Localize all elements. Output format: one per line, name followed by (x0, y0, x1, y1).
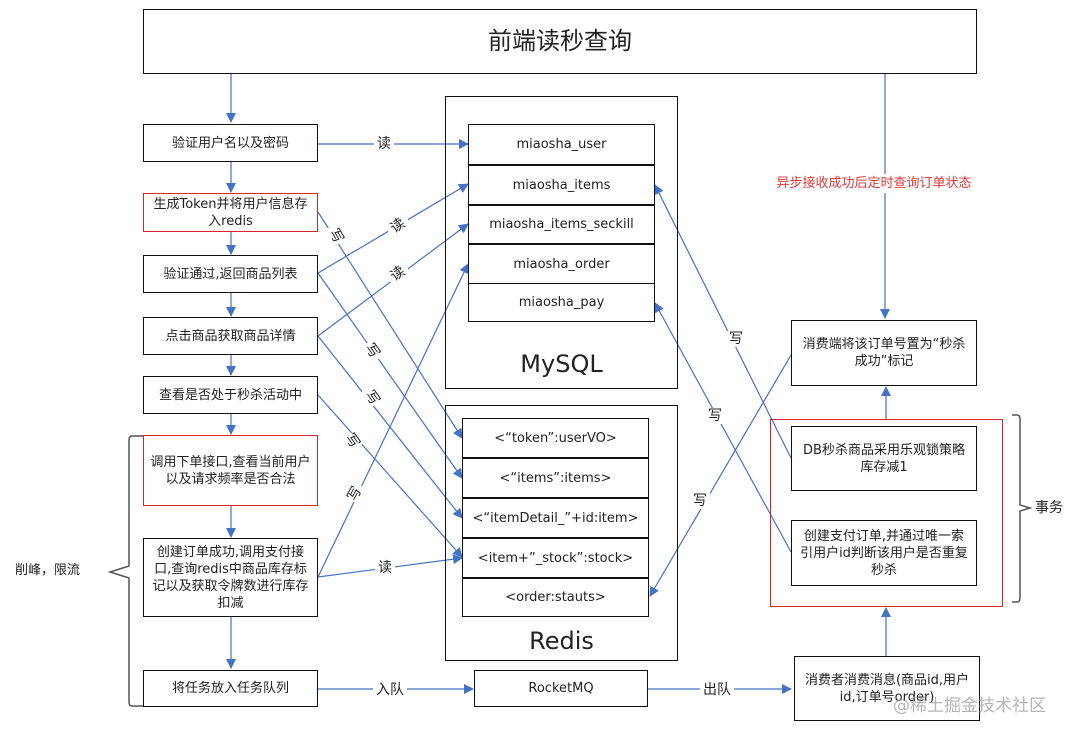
frontend-countdown-query-title: 前端读秒查询 (143, 9, 977, 74)
left-brace (107, 435, 143, 707)
mysql-table-items: miaosha_items (468, 165, 655, 205)
watermark: @稀土掘金技术社区 (893, 696, 1046, 716)
write-label: 写 (690, 493, 710, 509)
write-arrow (317, 263, 469, 578)
read-label: 读 (375, 560, 395, 576)
call-order-api-step: 调用下单接口,查看当前用户以及请求频率是否合法 (143, 435, 318, 506)
consume-message-step: 消费者消费消息(商品id,用户id,订单号order) (794, 656, 980, 721)
transaction-label: 事务 (1032, 500, 1066, 516)
transaction-group (770, 419, 1003, 607)
return-item-list-step: 验证通过,返回商品列表 (143, 255, 318, 293)
mysql-label: MySQL (520, 350, 603, 378)
write-label: 写 (361, 340, 383, 362)
read-label: 读 (374, 136, 394, 152)
write-label: 写 (344, 484, 366, 504)
gen-token-step: 生成Token并将用户信息存入redis (143, 193, 318, 232)
write-label: 写 (361, 387, 383, 409)
mysql-table-order: miaosha_order (468, 244, 655, 284)
item-detail-step: 点击商品获取商品详情 (143, 317, 318, 355)
rocketmq-box: RocketMQ (474, 670, 648, 707)
write-label: 写 (705, 408, 725, 424)
check-activity-step: 查看是否处于秒杀活动中 (143, 376, 318, 414)
read-label: 读 (387, 215, 409, 237)
mysql-table-pay: miaosha_pay (468, 283, 655, 322)
redis-key-item-detail: <“itemDetail_”+id:item> (462, 498, 649, 538)
enqueue-task-step: 将任务放入任务队列 (143, 670, 318, 707)
redis-key-stock: <item+”_stock”:stock> (462, 538, 649, 578)
write-arrow (317, 211, 463, 439)
redis-container (445, 405, 678, 661)
write-label: 写 (325, 225, 347, 247)
mysql-table-items-seckill: miaosha_items_seckill (468, 205, 655, 244)
write-arrow (317, 272, 463, 479)
enqueue-label: 入队 (373, 682, 407, 698)
redis-key-token: <“token”:userVO> (462, 418, 649, 458)
mysql-container (445, 96, 678, 389)
read-label: 读 (387, 263, 409, 285)
write-arrow (649, 354, 792, 597)
right-brace (1012, 414, 1033, 603)
redis-key-order-status: <order:stauts> (462, 578, 649, 617)
peak-limit-label: 削峰，限流 (12, 563, 84, 579)
async-poll-note: 异步接收成功后定时查询订单状态 (776, 174, 972, 193)
redis-label: Redis (529, 627, 594, 655)
write-arrow (317, 394, 463, 558)
mysql-table-user: miaosha_user (468, 124, 655, 165)
write-label: 写 (726, 331, 746, 347)
dequeue-label: 出队 (700, 682, 734, 698)
create-pay-order-step: 创建支付订单,并通过唯一索引用户id判断该用户是否重复秒杀 (791, 520, 977, 586)
db-decrement-step: DB秒杀商品采用乐观锁策略库存减1 (791, 426, 977, 491)
mark-success-step: 消费端将该订单号置为“秒杀成功”标记 (791, 320, 977, 386)
create-order-step: 创建订单成功,调用支付接口,查询redis中商品库存标记以及获取令牌数进行库存扣… (143, 538, 318, 617)
write-label: 写 (341, 430, 363, 452)
redis-key-items: <“items”:items> (462, 458, 649, 498)
verify-login-step: 验证用户名以及密码 (143, 124, 318, 162)
